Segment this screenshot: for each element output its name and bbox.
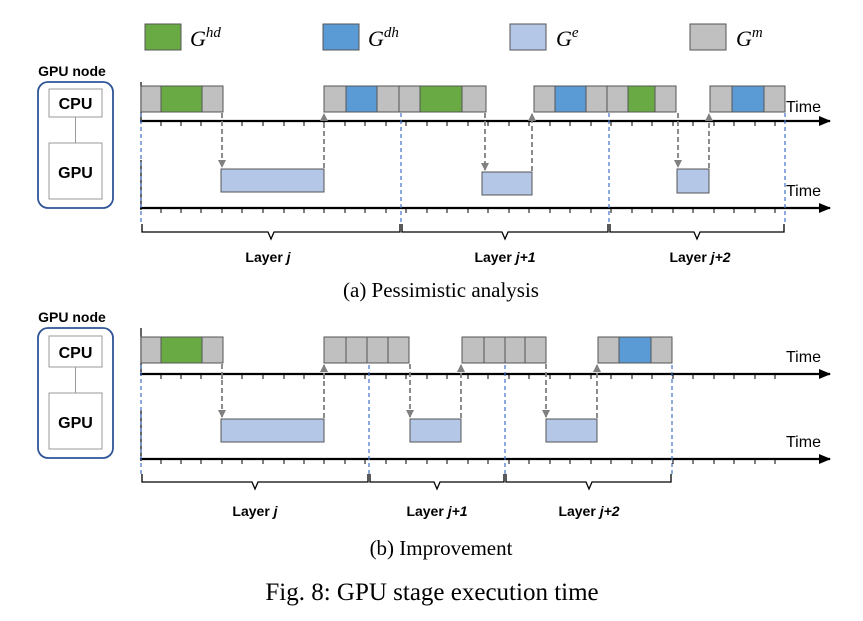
gpu-label: GPU: [58, 415, 93, 432]
mem-block: [387, 336, 410, 364]
mem-block: [201, 85, 224, 113]
gpu-node-title: GPU node: [38, 63, 106, 79]
hd-block: [627, 85, 656, 113]
dh-block: [554, 85, 587, 113]
legend-swatch-dh: [322, 23, 360, 51]
hd-block: [160, 336, 203, 364]
mem-block: [323, 336, 347, 364]
mem-block: [376, 85, 400, 113]
layer-label: Layer j+2: [558, 503, 619, 519]
gpu-node-title: GPU node: [38, 309, 106, 325]
legend-item-dh: Gdh: [322, 23, 399, 51]
time-label: Time: [786, 349, 821, 366]
gpu-blocks: [220, 418, 598, 443]
gpu-node-a: GPU node CPU GPU: [37, 63, 114, 209]
legend-swatch-m: [689, 23, 727, 51]
hd-block: [160, 85, 203, 113]
gpu-box: [48, 392, 103, 450]
legend-item-e: Ge: [509, 23, 579, 51]
mem-block: [650, 336, 673, 364]
gpu-blocks: [220, 168, 710, 196]
mem-block: [483, 336, 506, 364]
mem-block: [461, 336, 485, 364]
mem-block: [504, 336, 526, 364]
time-label: Time: [786, 434, 821, 451]
cpu-blocks: [140, 336, 673, 364]
mem-block: [323, 85, 347, 113]
layer-braces-a: [141, 224, 785, 241]
mem-block: [585, 85, 608, 113]
exec-block: [481, 171, 533, 196]
layer-braces-b: [141, 474, 672, 491]
gpu-ticks: [160, 208, 776, 213]
gpu-node-b: GPU node CPU GPU: [37, 309, 114, 459]
exec-block: [409, 418, 462, 443]
panel-b: GPU node CPU GPU: [37, 309, 831, 560]
exec-block: [220, 168, 325, 193]
layer-label: Layer j: [232, 503, 278, 519]
mem-block: [763, 85, 786, 113]
transfer-arrows-b: [218, 364, 601, 418]
mem-block: [597, 336, 620, 364]
mem-block: [398, 85, 421, 113]
panel-caption: (a) Pessimistic analysis: [343, 278, 539, 302]
cpu-timeline-b: Time: [140, 328, 831, 379]
mem-block: [709, 85, 733, 113]
mem-block: [524, 336, 547, 364]
mem-block: [533, 85, 556, 113]
exec-block: [545, 418, 598, 443]
legend-label-dh: Gdh: [368, 25, 399, 51]
legend-label-hd: Ghd: [190, 25, 221, 51]
time-label: Time: [786, 183, 821, 200]
dh-block: [731, 85, 765, 113]
legend-label-m: Gm: [736, 25, 763, 51]
exec-block: [220, 418, 325, 443]
legend-item-hd: Ghd: [144, 23, 221, 51]
hd-block: [419, 85, 463, 113]
legend-item-m: Gm: [689, 23, 763, 51]
gpu-box: [48, 142, 103, 200]
mem-block: [140, 85, 162, 113]
gpu-label: GPU: [58, 165, 93, 182]
cpu-label: CPU: [59, 96, 93, 113]
gpu-ticks: [160, 459, 776, 464]
mem-block: [606, 85, 629, 113]
panel-a: GPU node CPU GPU: [37, 63, 831, 302]
cpu-box: [48, 88, 103, 118]
mem-block: [366, 336, 389, 364]
gpu-timeline-a: Time: [140, 160, 831, 213]
legend: Ghd Gdh Ge Gm: [144, 23, 763, 51]
layer-label: Layer j+2: [669, 249, 730, 265]
legend-swatch-e: [509, 23, 547, 51]
layer-label: Layer j+1: [406, 503, 467, 519]
legend-swatch-hd: [144, 23, 182, 51]
mem-block: [201, 336, 224, 364]
layer-label: Layer j+1: [474, 249, 535, 265]
cpu-box: [48, 335, 103, 368]
cpu-blocks: [140, 85, 786, 113]
figure-caption: Fig. 8: GPU stage execution time: [265, 579, 598, 606]
dh-block: [345, 85, 378, 113]
cpu-timeline-a: Time: [140, 82, 831, 126]
mem-block: [654, 85, 677, 113]
layer-boundaries-b: [140, 365, 673, 475]
time-label: Time: [786, 99, 821, 116]
dh-block: [618, 336, 652, 364]
layer-label: Layer j: [245, 249, 291, 265]
mem-block: [461, 85, 487, 113]
mem-block: [140, 336, 162, 364]
cpu-ticks: [160, 121, 776, 126]
exec-block: [676, 168, 710, 194]
cpu-label: CPU: [59, 345, 93, 362]
panel-caption: (b) Improvement: [370, 536, 513, 560]
legend-label-e: Ge: [556, 25, 579, 51]
transfer-arrows-a: [218, 113, 713, 171]
layer-boundaries-a: [140, 113, 786, 225]
mem-block: [345, 336, 368, 364]
gpu-timeline-b: Time: [140, 410, 831, 464]
